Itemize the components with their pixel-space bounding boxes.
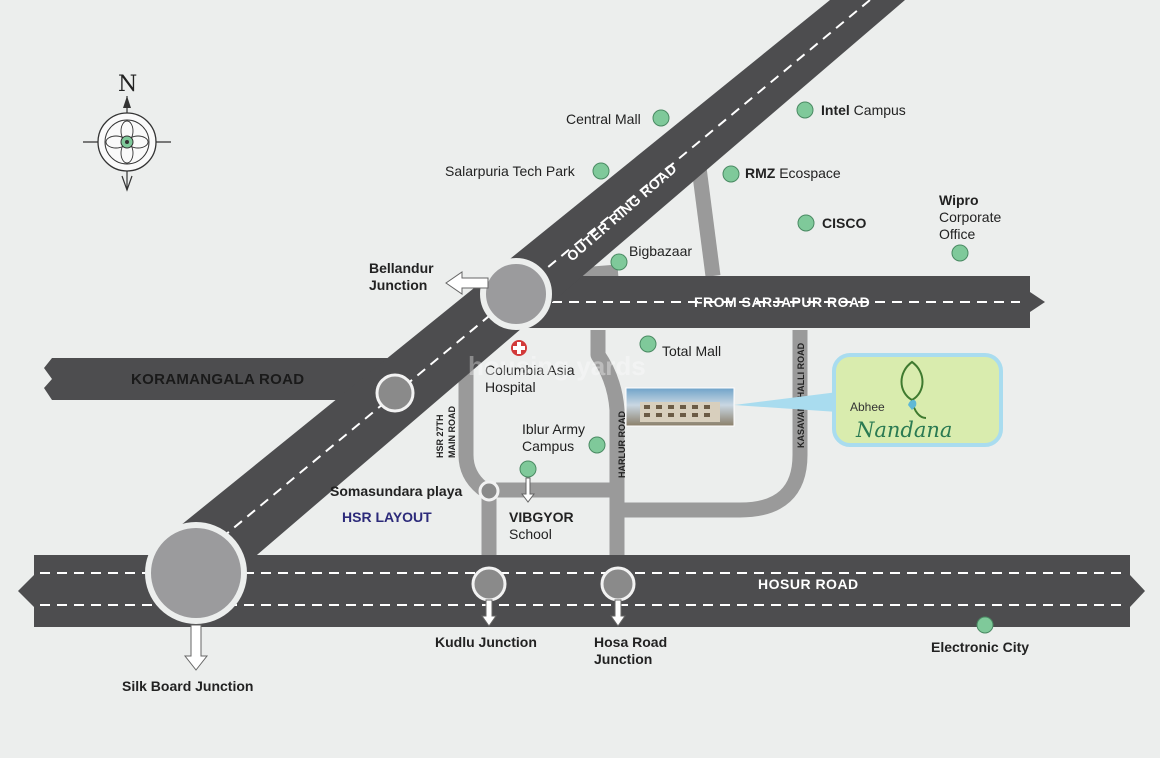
columbia-label-1: Columbia Asia (485, 362, 575, 378)
minor-roads (458, 159, 808, 560)
compass-rose-icon: N (83, 72, 171, 192)
hosa-arrow-icon (610, 599, 626, 627)
intel-label: Intel Campus (821, 102, 906, 118)
central-mall-marker[interactable] (652, 109, 670, 127)
somasundara-label: Somasundara playa (330, 483, 462, 499)
kudlu-label: Kudlu Junction (435, 634, 537, 650)
compass-north-label: N (118, 72, 137, 97)
wipro-marker[interactable] (951, 244, 969, 262)
hsr-27th-road-label-1: HSR 27TH (435, 414, 445, 458)
kasavanahalli-road-label: KASAVANAHALLI ROAD (796, 342, 806, 448)
project-callout[interactable]: Abhee Nandana (734, 353, 1003, 447)
hosur-road-label: HOSUR ROAD (758, 576, 859, 592)
bellandur-junction-circle[interactable] (480, 258, 552, 330)
kudlu-arrow-icon (481, 599, 497, 627)
total-mall-label: Total Mall (662, 343, 721, 359)
wipro-label-1: Wipro (939, 192, 979, 208)
project-building-image[interactable] (625, 387, 735, 427)
silk-board-label: Silk Board Junction (122, 678, 253, 694)
bellandur-arrow-icon (445, 271, 489, 295)
bigbazaar-marker[interactable] (610, 253, 628, 271)
direction-arrows (183, 271, 626, 671)
wipro-label-2: Corporate (939, 209, 1001, 225)
poi-markers (519, 101, 994, 634)
iblur-marker[interactable] (588, 436, 606, 454)
hosur-road (18, 555, 1145, 627)
salarpuria-marker[interactable] (592, 162, 610, 180)
iblur-label-1: Iblur Army (522, 421, 585, 437)
salarpuria-label: Salarpuria Tech Park (445, 163, 576, 179)
harlur-road-label: HARLUR ROAD (617, 411, 627, 478)
electronic-city-label: Electronic City (931, 639, 1029, 655)
rmz-road (690, 159, 721, 277)
sarjapur-road-label: FROM SARJAPUR ROAD (694, 294, 870, 310)
koramangala-road-label: KORAMANGALA ROAD (131, 371, 304, 388)
leaf-logo-icon (900, 360, 927, 419)
intel-marker[interactable] (796, 101, 814, 119)
project-brand-label: Abhee (850, 400, 885, 414)
bellandur-label-1: Bellandur (369, 260, 434, 276)
kasavanahalli-road (617, 330, 808, 518)
project-name-label: Nandana (855, 418, 952, 442)
iblur-label-2: Campus (522, 438, 574, 454)
hsr-27th-road-label-2: MAIN ROAD (447, 406, 457, 458)
cisco-marker[interactable] (797, 214, 815, 232)
cisco-label: CISCO (822, 215, 866, 231)
vibgyor-label-1: VIBGYOR (509, 509, 574, 525)
vibgyor-marker[interactable] (519, 460, 537, 478)
columbia-label-2: Hospital (485, 379, 536, 395)
central-mall-label: Central Mall (566, 111, 641, 127)
bigbazaar-label: Bigbazaar (629, 243, 692, 259)
silk-board-junction-circle[interactable] (145, 522, 247, 624)
wipro-label-3: Office (939, 226, 976, 242)
hosa-label-1: Hosa Road (594, 634, 667, 650)
bellandur-label-2: Junction (369, 277, 427, 293)
sarjapur-road (520, 276, 1045, 328)
koramangala-junction-circle[interactable] (375, 373, 415, 413)
total-mall-marker[interactable] (639, 335, 657, 353)
hsr-layout-label: HSR LAYOUT (342, 509, 432, 525)
silk-board-arrow-icon (183, 624, 209, 671)
vibgyor-arrow-icon (521, 477, 535, 503)
somasundara-junction-circle[interactable] (478, 480, 500, 502)
rmz-label: RMZ Ecospace (745, 165, 841, 181)
hosa-label-2: Junction (594, 651, 652, 667)
rmz-marker[interactable] (722, 165, 740, 183)
junctions (145, 258, 636, 624)
harlur-road (590, 330, 625, 560)
electronic-city-marker[interactable] (976, 616, 994, 634)
watermark-text: housing yards (468, 351, 646, 381)
vibgyor-label-2: School (509, 526, 552, 542)
hosa-junction-circle[interactable] (600, 566, 636, 602)
kudlu-junction-circle[interactable] (471, 566, 507, 602)
hospital-icon[interactable] (511, 340, 527, 356)
koramangala-road (44, 358, 400, 400)
